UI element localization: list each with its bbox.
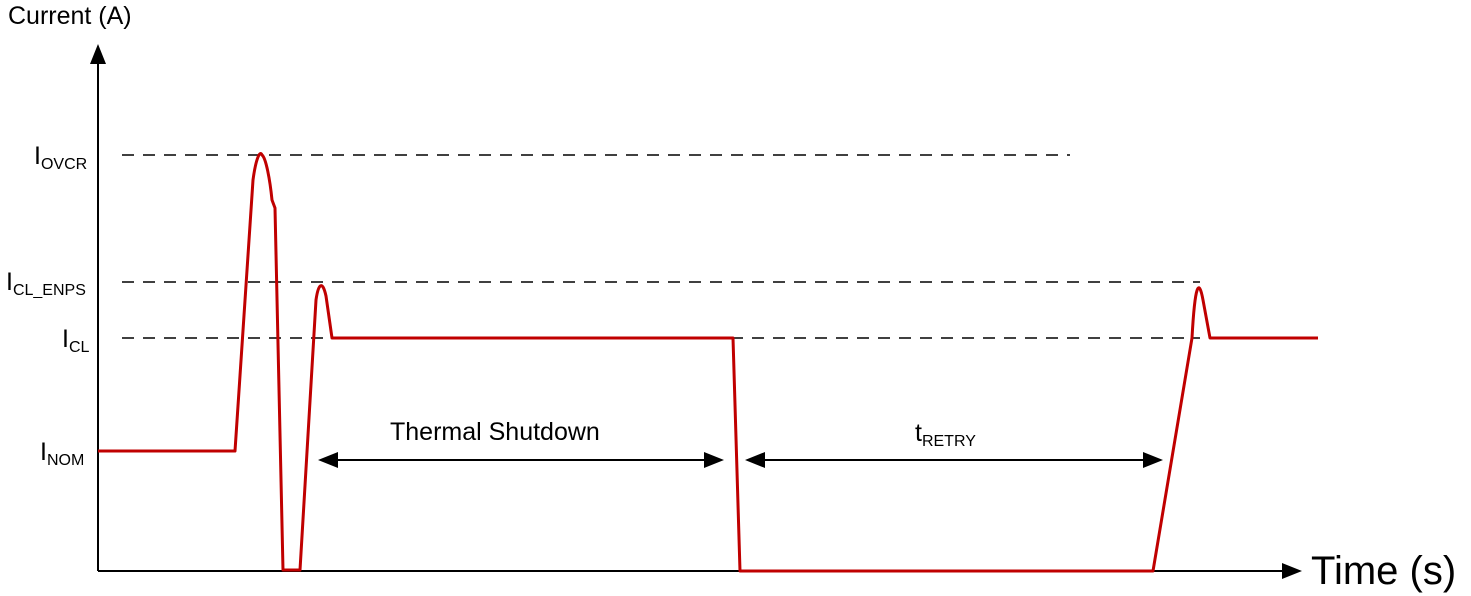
level-label-iovcr-main: I [34, 142, 41, 170]
level-label-icl-enps-main: I [6, 268, 13, 296]
current-waveform [98, 152, 1318, 573]
thermal-shutdown-arrow-right [704, 452, 724, 468]
level-label-inom-sub: NOM [47, 452, 84, 469]
level-label-iovcr: IOVCR [34, 142, 87, 173]
t-retry-label: tRETRY [915, 419, 976, 450]
x-axis-arrowhead [1282, 563, 1302, 579]
t-retry-arrow-left [745, 452, 765, 468]
t-retry-label-sub: RETRY [922, 433, 976, 450]
level-label-iovcr-sub: OVCR [41, 156, 87, 173]
t-retry-label-main: t [915, 419, 922, 447]
level-label-inom: INOM [40, 438, 84, 469]
level-label-icl-main: I [62, 325, 69, 353]
t-retry-arrow-right [1143, 452, 1163, 468]
thermal-shutdown-label: Thermal Shutdown [390, 418, 600, 446]
level-label-inom-main: I [40, 438, 47, 466]
thermal-shutdown-arrow-left [318, 452, 338, 468]
x-axis-label: Time (s) [1311, 549, 1456, 593]
level-label-icl-enps: ICL_ENPS [6, 268, 86, 299]
y-axis-label: Current (A) [8, 2, 132, 30]
level-label-icl-enps-sub: CL_ENPS [13, 282, 86, 299]
level-label-icl: ICL [62, 325, 90, 356]
level-label-icl-sub: CL [69, 339, 90, 356]
y-axis-arrowhead [90, 44, 106, 64]
